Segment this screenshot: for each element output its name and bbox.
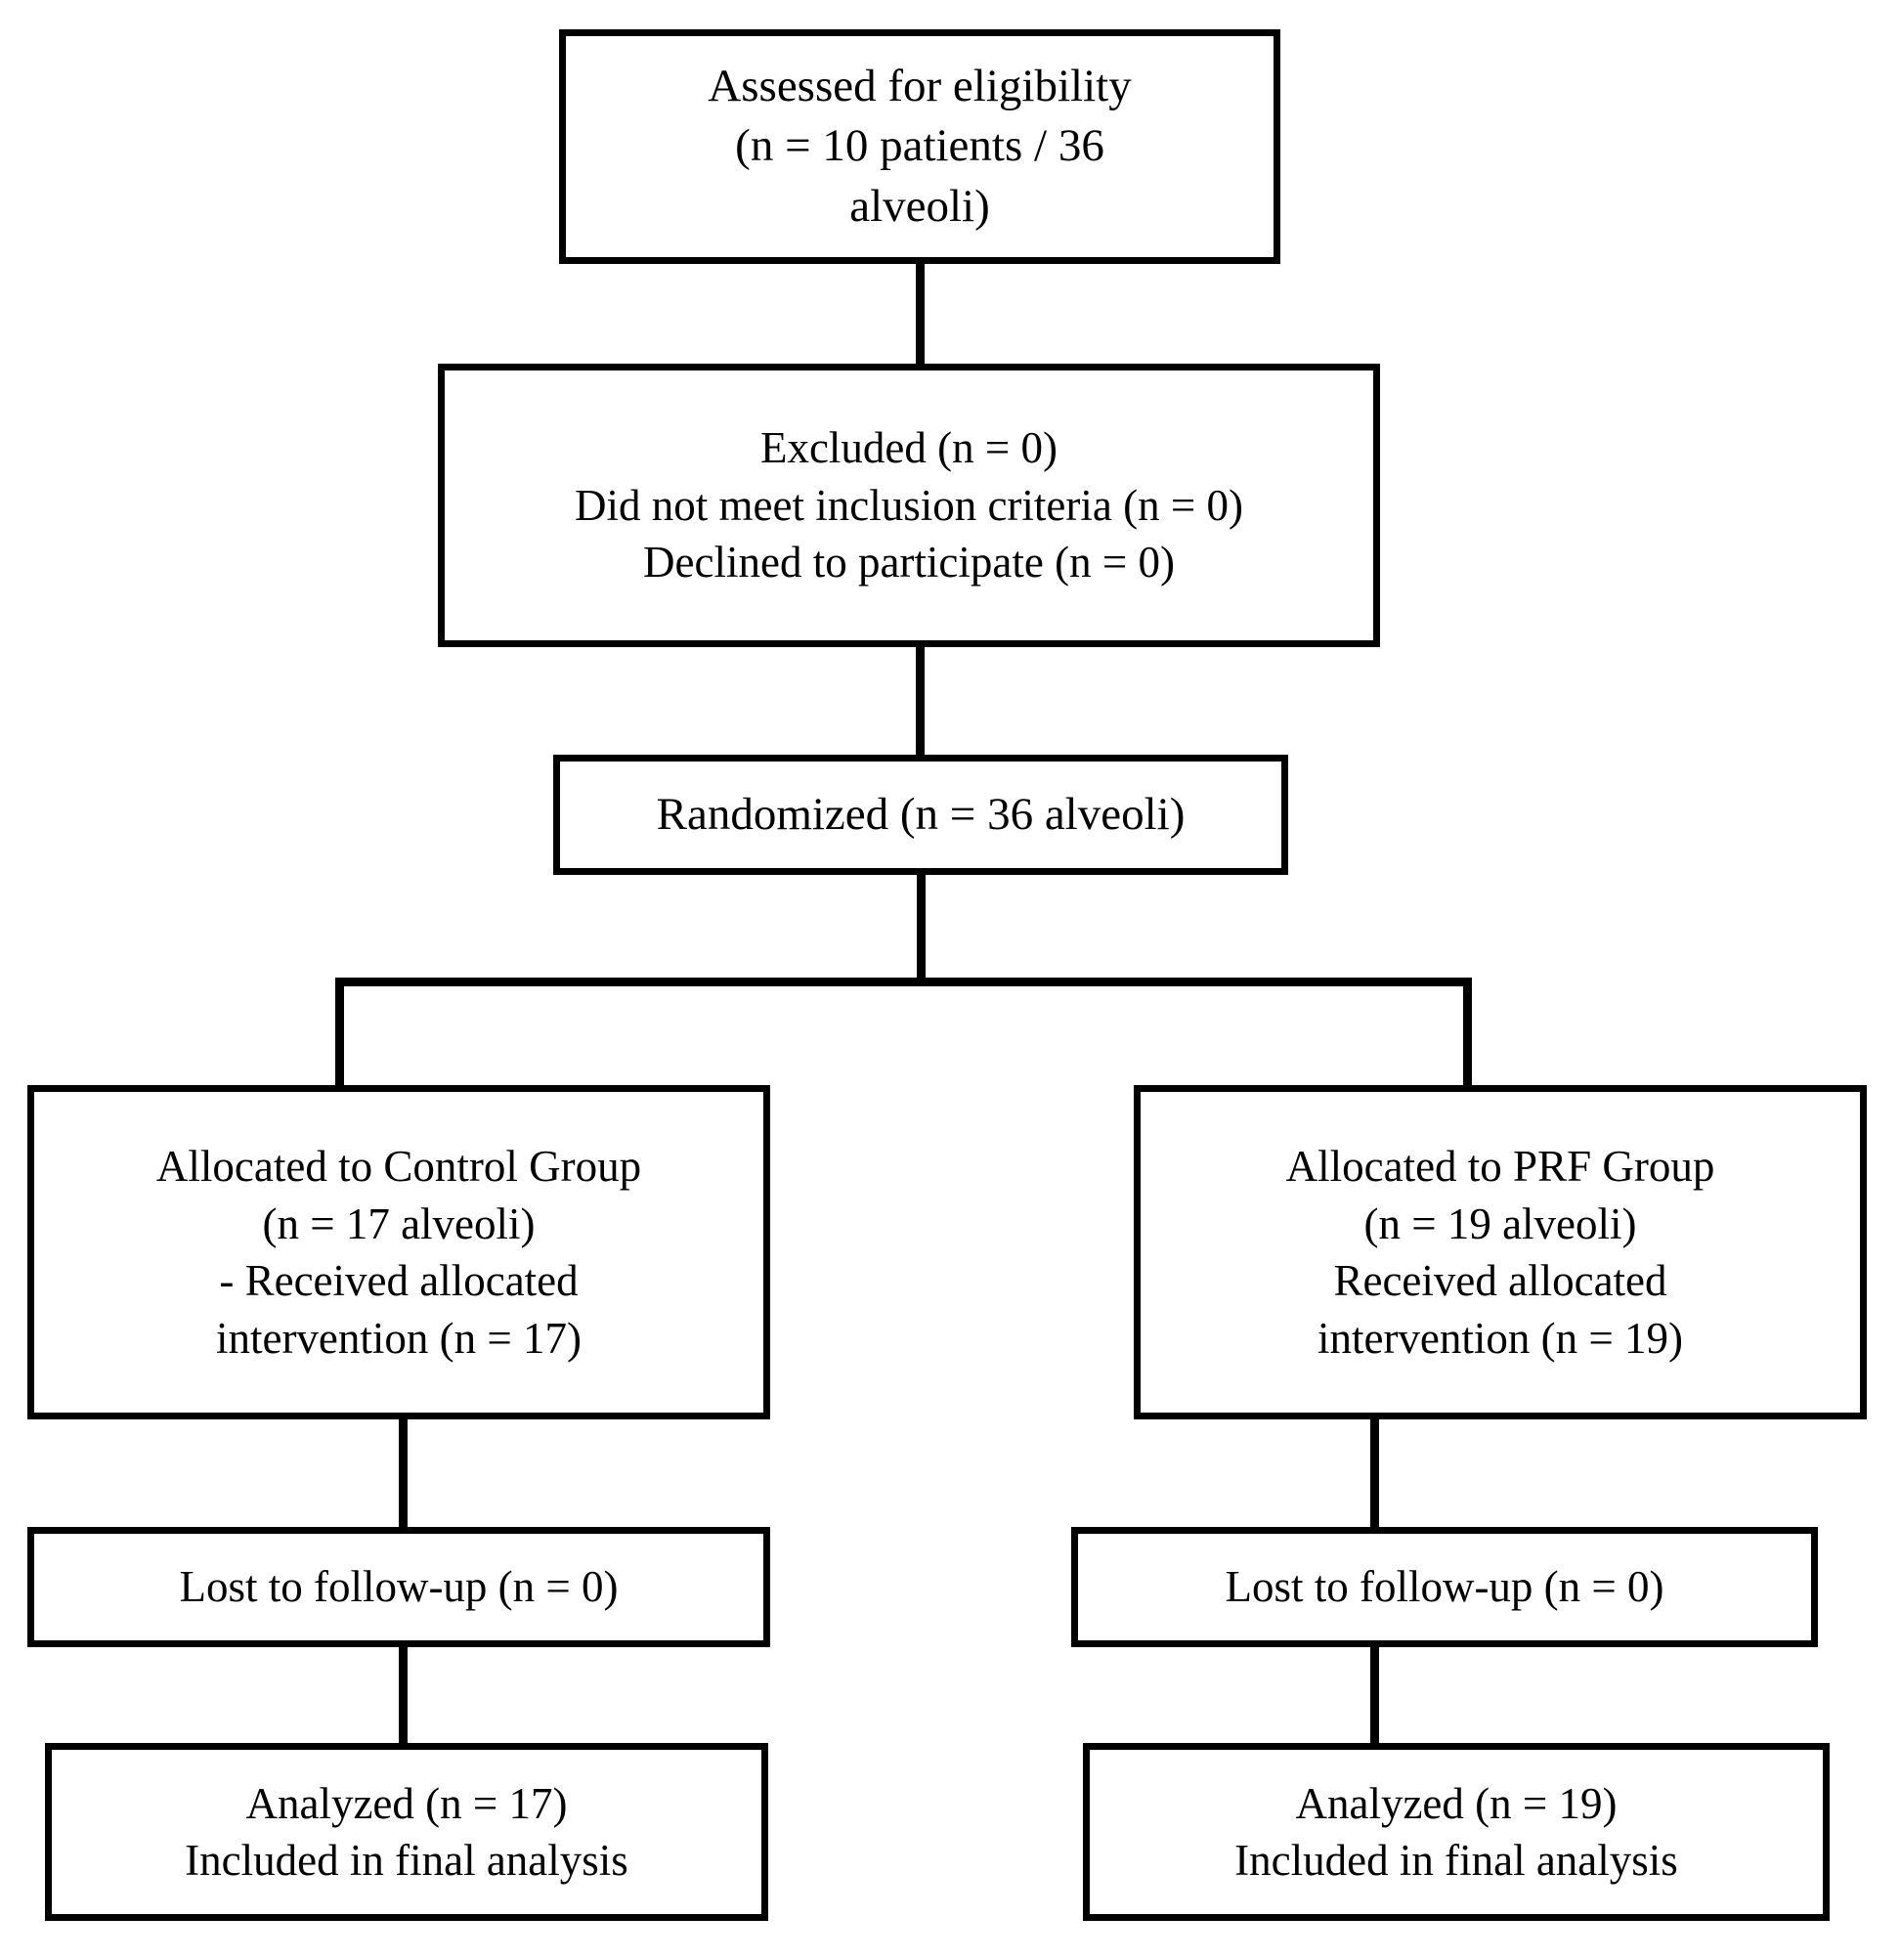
node-control-lost-to-followup: Lost to follow-up (n = 0): [27, 1527, 770, 1647]
connector-branch-to-control: [335, 978, 344, 1089]
node-prf-analyzed: Analyzed (n = 19) Included in final anal…: [1083, 1743, 1830, 1921]
node-text-line: Randomized (n = 36 alveoli): [656, 788, 1186, 840]
connector-branch-horizontal: [335, 978, 1472, 986]
node-control-analyzed: Analyzed (n = 17) Included in final anal…: [45, 1743, 768, 1921]
connector-prf-to-followup: [1370, 1416, 1379, 1531]
node-text-line: Allocated to Control Group: [155, 1142, 642, 1191]
connector-eligibility-to-excluded: [916, 260, 925, 368]
node-excluded: Excluded (n = 0) Did not meet inclusion …: [438, 364, 1380, 647]
node-text-line: (n = 17 alveoli): [262, 1198, 536, 1248]
node-text-line: intervention (n = 17): [215, 1313, 583, 1363]
node-prf-lost-to-followup: Lost to follow-up (n = 0): [1071, 1527, 1818, 1647]
node-text-line: Lost to follow-up (n = 0): [1225, 1562, 1664, 1612]
connector-control-followup-to-analysis: [399, 1643, 408, 1747]
node-text-line: Analyzed (n = 17): [245, 1778, 568, 1828]
node-text-line: Received allocated: [1333, 1256, 1667, 1305]
node-text-line: Assessed for eligibility: [708, 61, 1132, 112]
node-text-line: intervention (n = 19): [1317, 1313, 1684, 1363]
node-text-line: Did not meet inclusion criteria (n = 0): [575, 480, 1243, 530]
node-text-line: - Received allocated: [219, 1256, 579, 1305]
node-text-line: Excluded (n = 0): [759, 423, 1058, 473]
connector-randomized-to-branch: [917, 871, 926, 985]
node-text-line: Declined to participate (n = 0): [643, 538, 1175, 588]
connector-prf-followup-to-analysis: [1370, 1643, 1379, 1747]
node-randomized: Randomized (n = 36 alveoli): [553, 755, 1288, 875]
node-text-line: (n = 10 patients / 36: [735, 120, 1104, 172]
node-assessed-for-eligibility: Assessed for eligibility (n = 10 patient…: [559, 29, 1280, 264]
node-text-line: Included in final analysis: [1234, 1836, 1678, 1885]
node-text-line: Lost to follow-up (n = 0): [179, 1562, 619, 1612]
node-text-line: alveoli): [849, 180, 990, 232]
node-allocated-control-group: Allocated to Control Group (n = 17 alveo…: [27, 1085, 770, 1419]
connector-excluded-to-randomized: [916, 643, 925, 759]
node-text-line: (n = 19 alveoli): [1363, 1198, 1637, 1248]
node-text-line: Included in final analysis: [185, 1836, 628, 1885]
connector-control-to-followup: [399, 1416, 408, 1531]
node-text-line: Analyzed (n = 19): [1295, 1778, 1618, 1828]
node-text-line: Allocated to PRF Group: [1285, 1142, 1715, 1191]
connector-branch-to-prf: [1463, 978, 1472, 1089]
node-allocated-prf-group: Allocated to PRF Group (n = 19 alveoli) …: [1134, 1085, 1867, 1419]
